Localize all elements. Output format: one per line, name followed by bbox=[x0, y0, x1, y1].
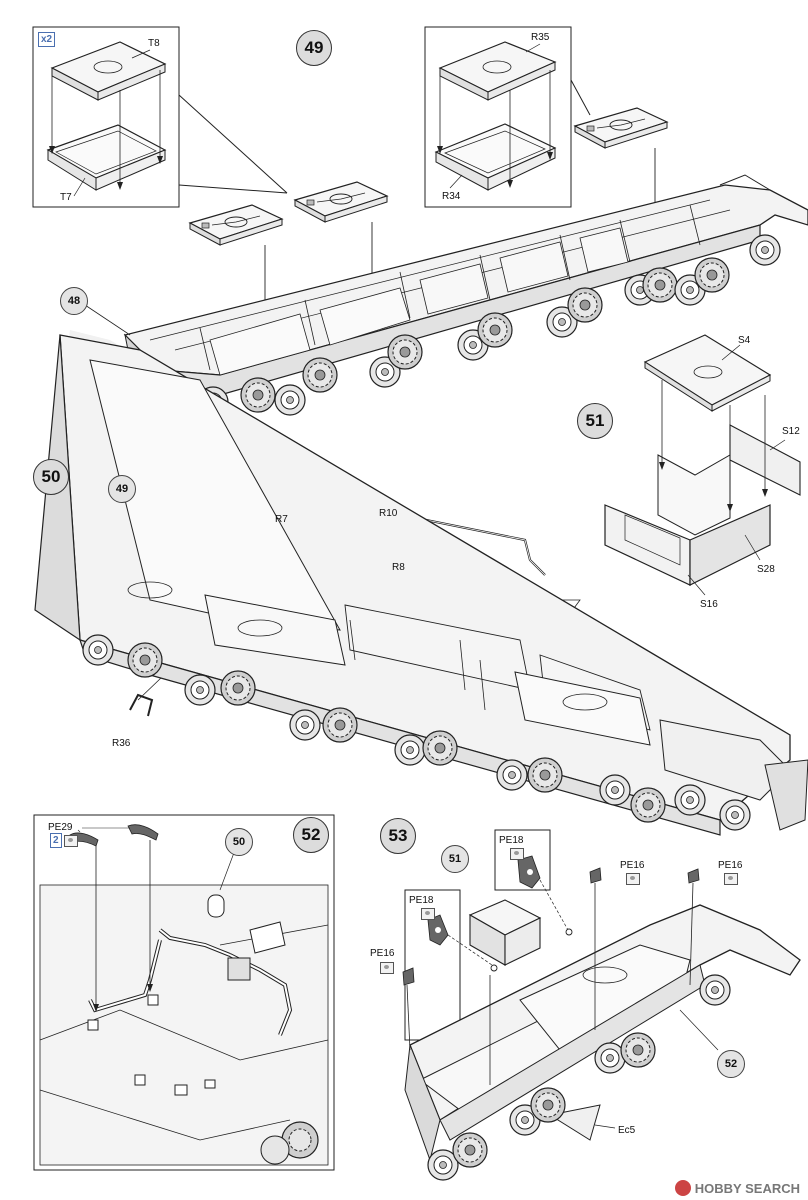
tank-lid-3 bbox=[574, 107, 668, 149]
part-label-T7: T7 bbox=[60, 192, 72, 203]
step-number-53: 53 bbox=[380, 818, 416, 854]
part-label-R8: R8 bbox=[392, 562, 405, 573]
part-label-PE18-b: PE18 bbox=[499, 835, 524, 846]
hobby-search-logo-icon bbox=[674, 1180, 691, 1196]
part-label-S4: S4 bbox=[738, 335, 751, 346]
step49-hull bbox=[123, 174, 808, 396]
step-number-52: 52 bbox=[293, 817, 329, 853]
photo-etch-icon bbox=[510, 848, 524, 860]
ref-assembly-52: 52 bbox=[717, 1050, 745, 1078]
part-label-PE16-c: PE16 bbox=[718, 860, 743, 871]
photo-etch-icon bbox=[64, 835, 78, 847]
step-number-51: 51 bbox=[577, 403, 613, 439]
photo-etch-icon bbox=[626, 873, 640, 885]
quantity-badge-step52: 2 bbox=[50, 833, 62, 848]
part-label-S12: S12 bbox=[782, 426, 800, 437]
photo-etch-icon bbox=[724, 873, 738, 885]
step53-hull bbox=[404, 882, 801, 1162]
watermark: HOBBY SEARCH bbox=[674, 1180, 800, 1196]
ref-assembly-50: 50 bbox=[225, 828, 253, 856]
part-label-T8: T8 bbox=[148, 38, 160, 49]
part-label-PE18-a: PE18 bbox=[409, 895, 434, 906]
part-label-PE29: PE29 bbox=[48, 822, 73, 833]
step52-inset bbox=[33, 814, 335, 1171]
tank-lid-2 bbox=[294, 181, 388, 223]
photo-etch-icon bbox=[380, 962, 394, 974]
part-label-R35: R35 bbox=[531, 32, 550, 43]
part-label-R10: R10 bbox=[379, 508, 398, 519]
step53-inset bbox=[402, 829, 700, 1041]
ref-assembly-49: 49 bbox=[108, 475, 136, 503]
part-label-R34: R34 bbox=[442, 191, 461, 202]
part-label-PE16-b: PE16 bbox=[620, 860, 645, 871]
tank-lid-1 bbox=[189, 204, 283, 246]
watermark-text: HOBBY SEARCH bbox=[694, 1180, 800, 1196]
step49-inset-tank-r bbox=[424, 26, 572, 208]
step-number-49: 49 bbox=[296, 30, 332, 66]
ref-assembly-51: 51 bbox=[441, 845, 469, 873]
part-label-S28: S28 bbox=[757, 564, 775, 575]
step49-inset-tank bbox=[32, 26, 180, 208]
ref-assembly-48: 48 bbox=[60, 287, 88, 315]
quantity-badge-step49: x2 bbox=[38, 32, 56, 47]
part-label-R36: R36 bbox=[112, 738, 131, 749]
part-label-R7: R7 bbox=[275, 514, 288, 525]
part-label-PE16-a: PE16 bbox=[370, 948, 395, 959]
step51-box bbox=[604, 334, 801, 596]
part-label-Ec5: Ec5 bbox=[618, 1125, 636, 1136]
photo-etch-icon bbox=[421, 908, 435, 920]
step-number-50: 50 bbox=[33, 459, 69, 495]
part-label-S16: S16 bbox=[700, 599, 718, 610]
